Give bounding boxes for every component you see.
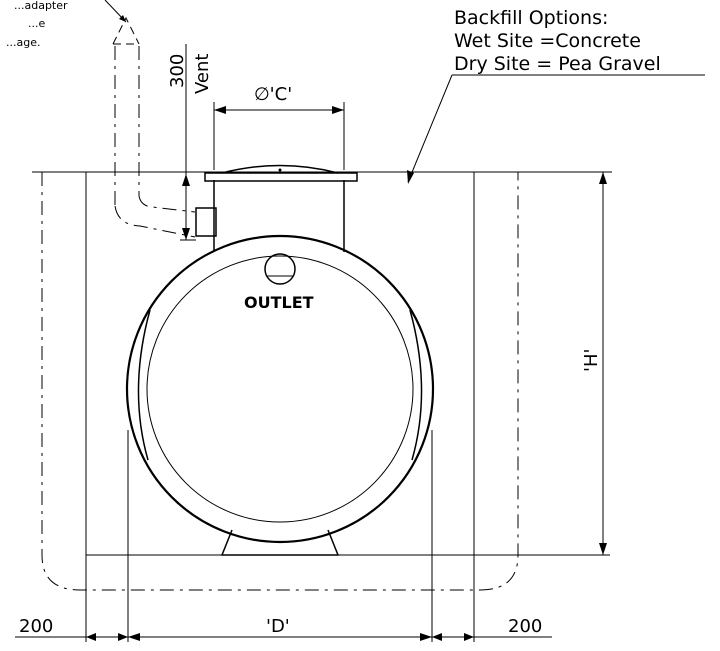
vent-label: Vent xyxy=(192,54,213,94)
width-label: 'D' xyxy=(266,616,290,637)
left-clearance-label: 200 xyxy=(19,616,53,637)
note-leader-arrow xyxy=(119,15,126,22)
outlet-circle xyxy=(264,253,296,285)
backfill-dry: Dry Site = Pea Gravel xyxy=(454,53,661,75)
backfill-leader xyxy=(407,74,453,183)
tank-outer xyxy=(125,234,435,544)
diameter-label: ∅'C' xyxy=(254,84,292,105)
vent-stub xyxy=(195,207,217,237)
note-line-3: ...age. xyxy=(6,36,40,49)
vent-pipe-bend-inner xyxy=(138,195,196,213)
lid-flange xyxy=(204,172,358,182)
backfill-leader-arrow xyxy=(407,170,414,184)
note-line-2: ...e xyxy=(28,17,45,30)
right-clearance-label: 200 xyxy=(508,616,542,637)
outlet-label: OUTLET xyxy=(244,293,314,312)
vent-height-label: 300 xyxy=(167,54,188,88)
height-label: 'H' xyxy=(581,349,602,372)
backfill-wet: Wet Site =Concrete xyxy=(454,30,641,52)
lid-dome xyxy=(221,164,339,174)
backfill-title: Backfill Options: xyxy=(454,7,608,29)
excavation-outline xyxy=(41,172,519,591)
note-line-1: ...adapter xyxy=(14,0,68,12)
tank-foot xyxy=(220,529,340,556)
vent-cap xyxy=(112,16,140,45)
vent-pipe-bend-outer xyxy=(114,205,196,238)
tank-inner xyxy=(146,255,414,523)
